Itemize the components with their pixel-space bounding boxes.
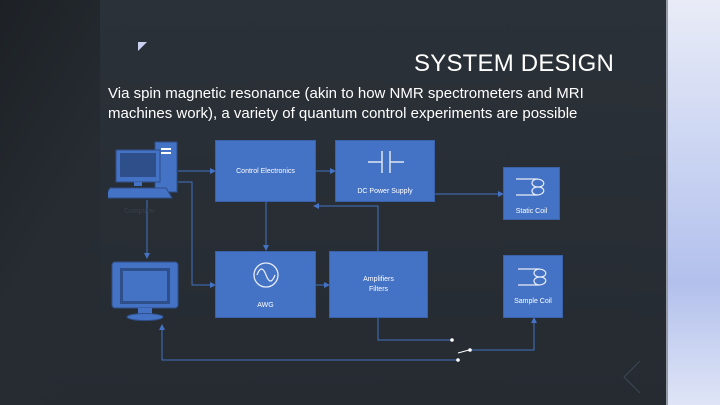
dc-power-supply-box: DC Power Supply: [335, 140, 435, 202]
control-electronics-box: Control Electronics: [215, 140, 316, 202]
static-coil-box: Static Coil: [503, 167, 560, 220]
slide-subtitle: Via spin magnetic resonance (akin to how…: [108, 85, 584, 122]
corner-triangle-icon: [138, 42, 147, 51]
static-coil-label: Static Coil: [515, 208, 548, 215]
computer-caption: Computer: [124, 208, 155, 215]
left-decor-band: [0, 0, 100, 405]
control-electronics-label: Control Electronics: [236, 168, 295, 175]
right-decor-strip: [668, 0, 720, 405]
sample-coil-box: Sample Coil: [503, 255, 563, 318]
filters-label: Filters: [368, 286, 389, 293]
awg-label: AWG: [257, 302, 274, 309]
coil-icon: [518, 268, 547, 286]
awg-box: AWG: [215, 251, 316, 318]
sine-wave-icon: [253, 262, 279, 288]
coil-icon: [516, 178, 545, 196]
monitor-icon: [111, 261, 179, 321]
switch-icon: [450, 338, 472, 362]
background-deco-icon: [623, 360, 641, 394]
amplifiers-filters-box: Amplifiers Filters: [329, 251, 428, 318]
slide-title: SYSTEM DESIGN: [414, 50, 614, 77]
capacitor-icon: [368, 151, 404, 173]
dc-power-supply-label: DC Power Supply: [357, 188, 413, 195]
sample-coil-label: Sample Coil: [514, 298, 552, 305]
right-strip-edge: [666, 0, 668, 405]
amplifiers-label: Amplifiers: [363, 276, 394, 283]
computer-icon: [108, 141, 178, 199]
